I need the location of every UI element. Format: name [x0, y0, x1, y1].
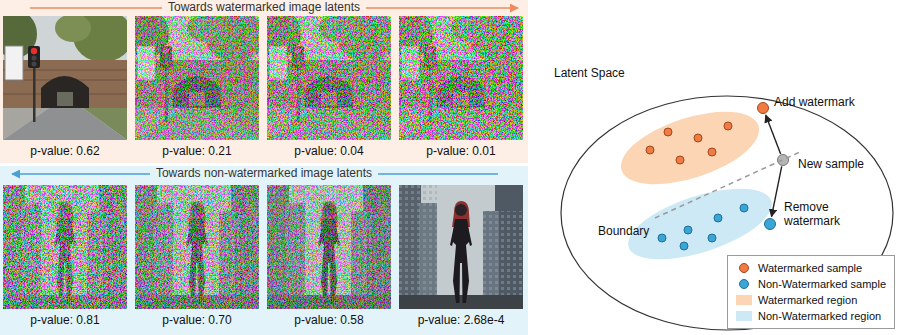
direction-band: Towards watermarked image latents p-value… [0, 0, 528, 163]
sample-point: New sample [777, 154, 789, 166]
sample-point: Remove watermark [764, 218, 776, 230]
legend-row: Non-Watermarked sample [736, 276, 886, 292]
image-tile: p-value: 0.21 [135, 16, 259, 160]
legend-swatch [739, 263, 749, 273]
p-value-caption: p-value: 0.01 [426, 144, 495, 158]
p-value-caption: p-value: 0.21 [162, 144, 231, 158]
legend-text: Watermarked region [758, 294, 857, 306]
image-tile: p-value: 0.81 [3, 185, 127, 329]
legend-swatch [739, 279, 749, 289]
direction-band: Towards non-watermarked image latents p-v… [0, 166, 528, 335]
legend-text: Non-Watermarked region [758, 310, 881, 322]
legend-row: Watermarked sample [736, 260, 886, 276]
band-heading: Towards non-watermarked image latents [150, 167, 378, 180]
legend-text: Watermarked sample [758, 262, 862, 274]
image-tile: p-value: 0.70 [135, 185, 259, 329]
image-tile: p-value: 0.01 [399, 16, 523, 160]
legend-swatch [736, 295, 752, 305]
boundary-label: Boundary [598, 224, 649, 238]
p-value-caption: p-value: 0.04 [294, 144, 363, 158]
legend-row: Watermarked region [736, 292, 886, 308]
p-value-caption: p-value: 0.81 [30, 313, 99, 327]
legend-swatch [736, 311, 752, 321]
point-label: Add watermark [774, 95, 855, 109]
panel-title: Latent Space [554, 66, 625, 80]
p-value-caption: p-value: 0.62 [30, 144, 99, 158]
p-value-caption: p-value: 2.68e-4 [418, 313, 505, 327]
band-heading: Towards watermarked image latents [162, 1, 366, 14]
label-holder: Boundary [598, 224, 649, 238]
p-value-caption: p-value: 0.58 [294, 313, 363, 327]
point-label: Remove watermark [784, 200, 850, 228]
p-value-caption: p-value: 0.70 [162, 313, 231, 327]
legend-box: Watermarked sampleNon-Watermarked sample… [727, 255, 895, 329]
image-tile: p-value: 0.04 [267, 16, 391, 160]
sample-point: Add watermark [757, 102, 769, 114]
point-label: New sample [798, 157, 864, 171]
image-tile: p-value: 0.62 [3, 16, 127, 160]
legend-text: Non-Watermarked sample [758, 278, 886, 290]
image-tile: p-value: 2.68e-4 [399, 185, 523, 329]
image-tile: p-value: 0.58 [267, 185, 391, 329]
legend-row: Non-Watermarked region [736, 308, 886, 324]
